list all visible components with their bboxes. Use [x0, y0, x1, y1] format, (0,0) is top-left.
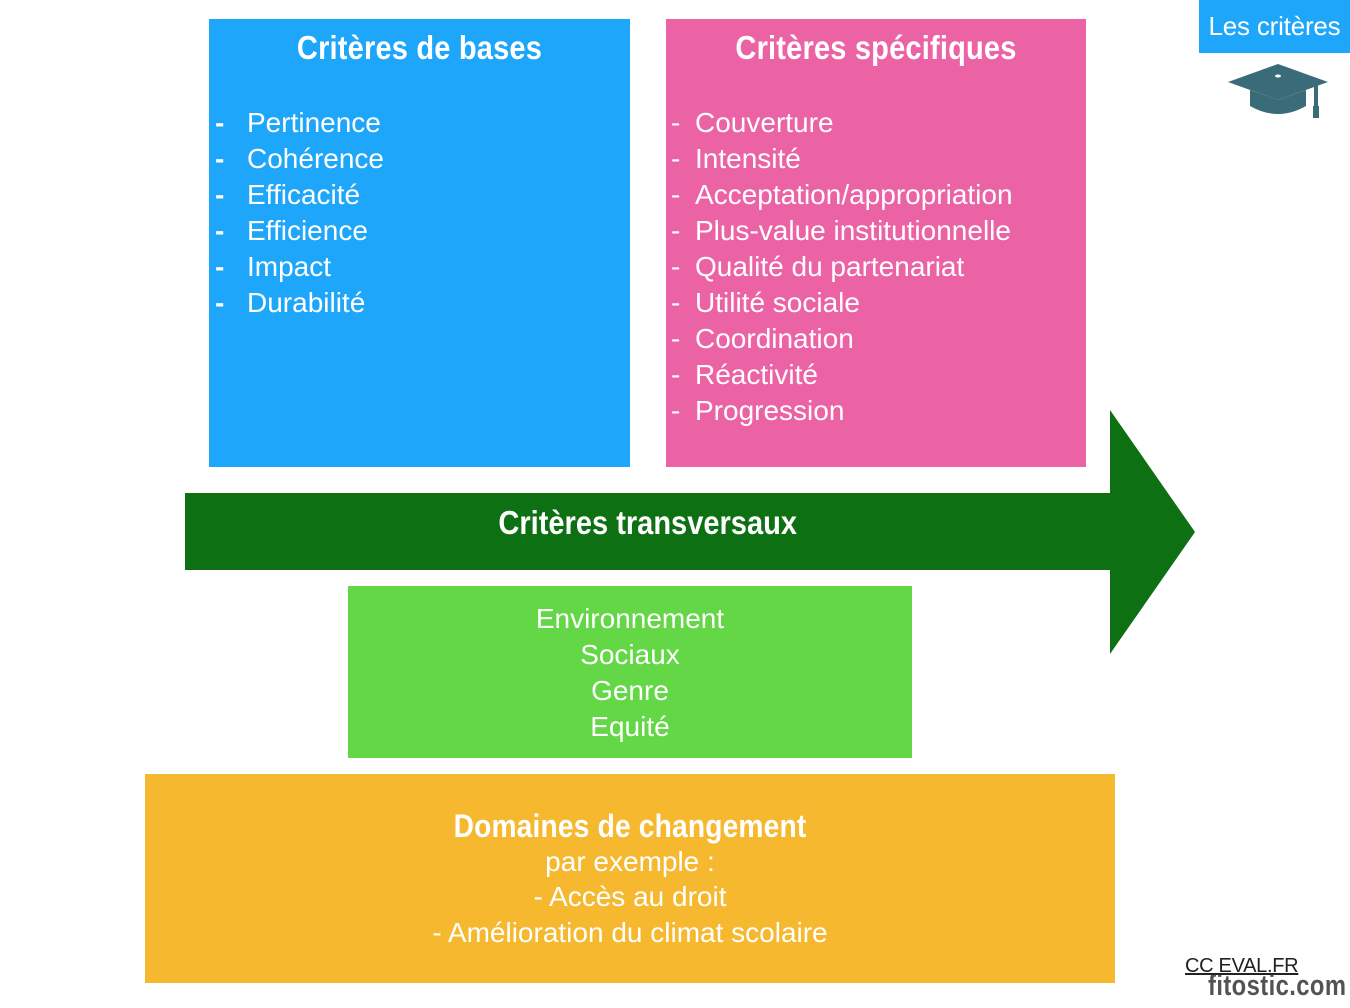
- specific-criteria-item-label: Utilité sociale: [695, 287, 860, 318]
- specific-criteria-item-label: Réactivité: [695, 359, 818, 390]
- bullet-dash: -: [671, 107, 681, 138]
- change-domains-item: - Amélioration du climat scolaire: [432, 917, 828, 948]
- basic-criteria-item: -Impact: [209, 249, 630, 285]
- bullet-dash: -: [215, 179, 225, 210]
- watermark: fitostic.com: [1208, 970, 1347, 1002]
- specific-criteria-item: -Coordination: [666, 321, 1086, 357]
- corner-badge-label: Les critères: [1208, 11, 1341, 41]
- basic-criteria-item: -Pertinence: [209, 105, 630, 141]
- basic-criteria-panel: Critères de bases -Pertinence-Cohérence-…: [209, 19, 630, 467]
- bullet-dash: -: [671, 323, 681, 354]
- bullet-dash: -: [215, 143, 225, 174]
- specific-criteria-item-label: Coordination: [695, 323, 854, 354]
- bullet-dash: -: [215, 107, 225, 138]
- bullet-dash: -: [671, 179, 681, 210]
- bullet-dash: -: [671, 395, 681, 426]
- specific-criteria-item: -Plus-value institutionnelle: [666, 213, 1086, 249]
- bullet-dash: -: [215, 287, 225, 318]
- specific-criteria-item: -Utilité sociale: [666, 285, 1086, 321]
- specific-criteria-item: -Intensité: [666, 141, 1086, 177]
- specific-criteria-item: -Acceptation/appropriation: [666, 177, 1086, 213]
- specific-criteria-title: Critères spécifiques: [735, 29, 1017, 66]
- specific-criteria-item: -Progression: [666, 393, 1086, 429]
- bullet-dash: -: [215, 215, 225, 246]
- specific-criteria-panel: Critères spécifiques -Couverture-Intensi…: [666, 19, 1086, 467]
- change-domains-item: - Accès au droit: [533, 881, 727, 912]
- transversal-criteria-item: Genre: [591, 675, 669, 706]
- bullet-dash: -: [671, 287, 681, 318]
- bullet-dash: -: [671, 251, 681, 282]
- specific-criteria-item-label: Intensité: [695, 143, 801, 174]
- transversal-criteria-item: Sociaux: [580, 639, 680, 670]
- change-domains-list: - Accès au droit - Amélioration du climat…: [145, 879, 1115, 951]
- graduation-cap-icon: [1228, 64, 1328, 118]
- specific-criteria-list: -Couverture-Intensité-Acceptation/approp…: [666, 105, 1086, 429]
- basic-criteria-item-label: Impact: [247, 251, 332, 282]
- specific-criteria-item-label: Plus-value institutionnelle: [695, 215, 1011, 246]
- bullet-dash: -: [215, 251, 225, 282]
- specific-criteria-item-label: Acceptation/appropriation: [695, 179, 1013, 210]
- basic-criteria-list: -Pertinence-Cohérence-Efficacité-Efficie…: [209, 105, 630, 321]
- credit-link[interactable]: CC EVAL.FR: [1185, 955, 1299, 977]
- bullet-dash: -: [671, 359, 681, 390]
- specific-criteria-item: -Couverture: [666, 105, 1086, 141]
- basic-criteria-item: -Efficience: [209, 213, 630, 249]
- change-domains-title: Domaines de changement: [453, 808, 807, 844]
- change-domains-subtitle: par exemple :: [545, 846, 715, 877]
- bullet-dash: -: [671, 143, 681, 174]
- change-domains-panel: Domaines de changement par exemple : - A…: [145, 774, 1115, 983]
- transversal-criteria-item: Environnement: [535, 603, 725, 634]
- basic-criteria-item: -Efficacité: [209, 177, 630, 213]
- specific-criteria-item-label: Couverture: [695, 107, 834, 138]
- basic-criteria-item-label: Efficience: [247, 215, 368, 246]
- bullet-dash: -: [671, 215, 681, 246]
- corner-badge: Les critères: [1199, 0, 1350, 53]
- basic-criteria-item-label: Cohérence: [247, 143, 384, 174]
- basic-criteria-item: -Durabilité: [209, 285, 630, 321]
- transversal-criteria-title-text: Critères transversaux: [498, 504, 797, 541]
- basic-criteria-item-label: Durabilité: [247, 287, 366, 318]
- specific-criteria-item: -Qualité du partenariat: [666, 249, 1086, 285]
- basic-criteria-item: -Cohérence: [209, 141, 630, 177]
- transversal-criteria-title: Critères transversaux: [185, 493, 1110, 570]
- transversal-arrow: [185, 410, 1195, 654]
- specific-criteria-item: -Réactivité: [666, 357, 1086, 393]
- transversal-criteria-item: Equité: [590, 711, 670, 742]
- basic-criteria-item-label: Pertinence: [247, 107, 381, 138]
- specific-criteria-item-label: Qualité du partenariat: [695, 251, 965, 282]
- specific-criteria-item-label: Progression: [695, 395, 845, 426]
- basic-criteria-item-label: Efficacité: [247, 179, 361, 210]
- basic-criteria-title: Critères de bases: [296, 29, 543, 66]
